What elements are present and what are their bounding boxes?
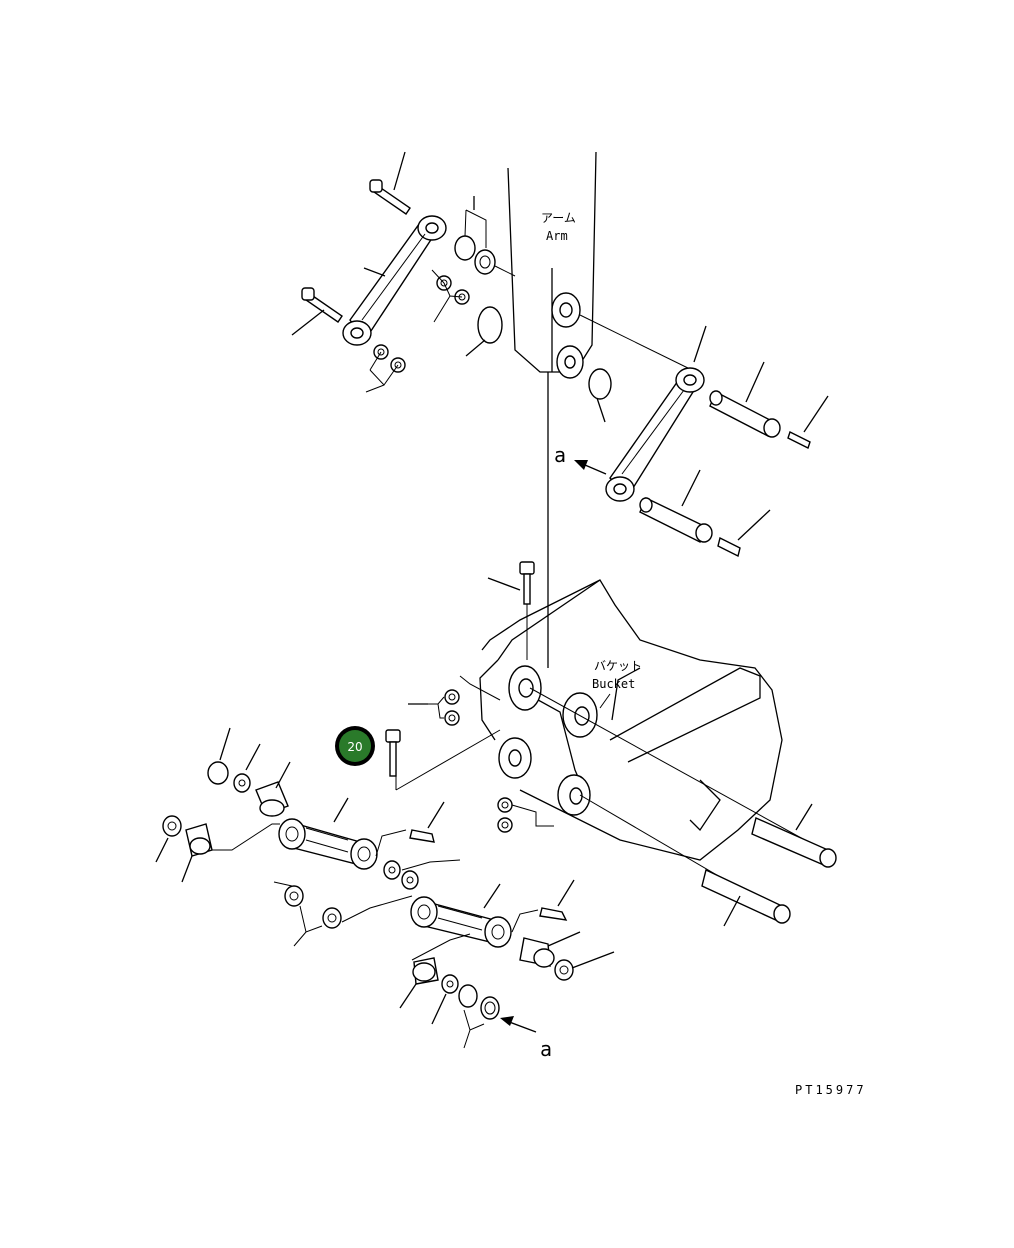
bucket-label-jp: バケット	[594, 659, 642, 673]
bolt-part-20	[385, 729, 501, 791]
bucket-body	[479, 579, 833, 913]
view-arrow-a-bottom	[500, 1016, 537, 1033]
upper-left-link	[291, 151, 470, 393]
arm-label-jp: アーム	[541, 211, 576, 225]
callout-20-number: 20	[347, 740, 362, 754]
shims-top	[454, 196, 516, 357]
view-label-a-top: a	[554, 443, 566, 467]
right-link	[579, 314, 829, 558]
arm-body	[507, 151, 597, 668]
bucket-label-en: Bucket	[592, 677, 635, 691]
drawing-number: PT15977	[795, 1083, 867, 1097]
view-label-a-bottom: a	[540, 1037, 552, 1061]
bucket-pins	[408, 561, 837, 927]
callout-20[interactable]: 20	[335, 726, 375, 766]
callout-20-fill	[339, 730, 371, 762]
view-arrow-a-top	[574, 460, 607, 475]
arm-label-en: Arm	[546, 229, 568, 243]
lower-linkage	[155, 727, 615, 1049]
